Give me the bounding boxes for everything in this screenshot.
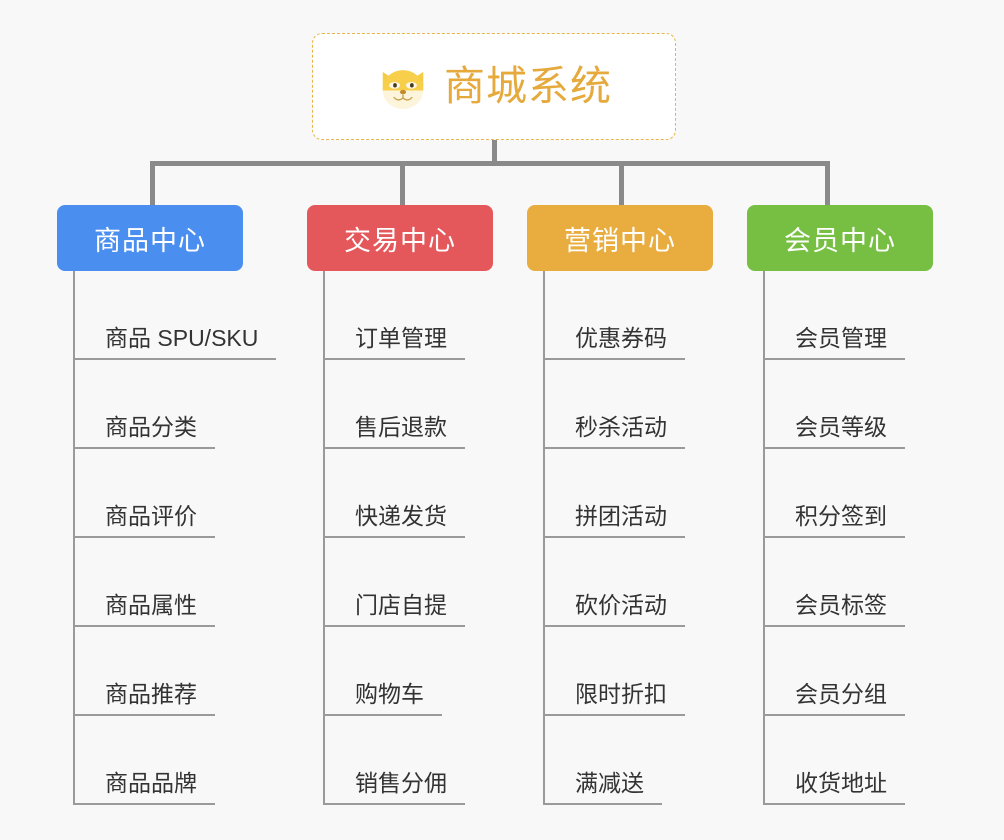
leaf-item[interactable]: 会员标签	[763, 538, 933, 627]
connector-horizontal-bus	[150, 161, 830, 166]
branch-spine-4	[763, 271, 765, 805]
leaf-label: 商品属性	[73, 592, 215, 627]
leaf-item[interactable]: 商品属性	[73, 538, 276, 627]
leaf-label: 优惠券码	[543, 325, 685, 360]
leaf-item[interactable]: 购物车	[323, 627, 493, 716]
leaf-label: 商品评价	[73, 503, 215, 538]
branch-header-1[interactable]: 商品中心	[57, 205, 243, 271]
leaf-item[interactable]: 会员等级	[763, 360, 933, 449]
root-node[interactable]: 商城系统	[312, 33, 676, 140]
connector-drop-3	[619, 161, 624, 205]
leaf-label: 限时折扣	[543, 681, 685, 716]
branch-body-4: 会员管理 会员等级 积分签到 会员标签 会员分组 收货地址	[763, 271, 933, 805]
leaf-label: 商品推荐	[73, 681, 215, 716]
leaf-item[interactable]: 砍价活动	[543, 538, 713, 627]
leaf-label: 会员分组	[763, 681, 905, 716]
leaf-item[interactable]: 秒杀活动	[543, 360, 713, 449]
leaf-label: 会员等级	[763, 414, 905, 449]
branch-column-3: 营销中心 优惠券码 秒杀活动 拼团活动 砍价活动 限时折扣 满减送	[527, 205, 713, 805]
branch-column-2: 交易中心 订单管理 售后退款 快递发货 门店自提 购物车 销售分佣	[307, 205, 493, 805]
root-title: 商城系统	[444, 63, 612, 109]
connector-drop-2	[400, 161, 405, 205]
branch-header-4[interactable]: 会员中心	[747, 205, 933, 271]
leaf-label: 会员管理	[763, 325, 905, 360]
leaf-label: 售后退款	[323, 414, 465, 449]
shiba-dog-face-icon	[376, 60, 430, 114]
leaf-item[interactable]: 会员分组	[763, 627, 933, 716]
leaf-item[interactable]: 收货地址	[763, 716, 933, 805]
leaf-item[interactable]: 拼团活动	[543, 449, 713, 538]
leaf-label: 拼团活动	[543, 503, 685, 538]
leaf-item[interactable]: 限时折扣	[543, 627, 713, 716]
leaf-label: 满减送	[543, 770, 662, 805]
leaf-label: 秒杀活动	[543, 414, 685, 449]
leaf-label: 商品 SPU/SKU	[73, 325, 277, 360]
connector-root-stem	[492, 140, 497, 164]
connector-drop-4	[825, 161, 830, 205]
branch-spine-3	[543, 271, 545, 805]
leaf-item[interactable]: 商品 SPU/SKU	[73, 271, 277, 360]
leaf-item[interactable]: 商品推荐	[73, 627, 276, 716]
leaf-item[interactable]: 会员管理	[763, 271, 933, 360]
leaf-label: 购物车	[323, 681, 442, 716]
branch-column-4: 会员中心 会员管理 会员等级 积分签到 会员标签 会员分组 收货地址	[747, 205, 933, 805]
leaf-item[interactable]: 快递发货	[323, 449, 493, 538]
leaf-item[interactable]: 满减送	[543, 716, 713, 805]
leaf-item[interactable]: 售后退款	[323, 360, 493, 449]
leaf-label: 商品品牌	[73, 770, 215, 805]
leaf-label: 积分签到	[763, 503, 905, 538]
leaf-label: 商品分类	[73, 414, 215, 449]
leaf-label: 门店自提	[323, 592, 465, 627]
leaf-item[interactable]: 商品评价	[73, 449, 276, 538]
leaf-label: 销售分佣	[323, 770, 465, 805]
connector-drop-1	[150, 161, 155, 205]
leaf-label: 订单管理	[323, 325, 465, 360]
leaf-item[interactable]: 商品分类	[73, 360, 276, 449]
leaf-item[interactable]: 优惠券码	[543, 271, 713, 360]
branch-spine-1	[73, 271, 75, 805]
leaf-label: 会员标签	[763, 592, 905, 627]
leaf-label: 收货地址	[763, 770, 905, 805]
leaf-item[interactable]: 积分签到	[763, 449, 933, 538]
branch-body-3: 优惠券码 秒杀活动 拼团活动 砍价活动 限时折扣 满减送	[543, 271, 713, 805]
leaf-item[interactable]: 商品品牌	[73, 716, 276, 805]
branch-column-1: 商品中心 商品 SPU/SKU 商品分类 商品评价 商品属性 商品推荐 商品品牌	[57, 205, 277, 805]
branch-header-2[interactable]: 交易中心	[307, 205, 493, 271]
branch-body-1: 商品 SPU/SKU 商品分类 商品评价 商品属性 商品推荐 商品品牌	[73, 271, 277, 805]
branch-body-2: 订单管理 售后退款 快递发货 门店自提 购物车 销售分佣	[323, 271, 493, 805]
leaf-item[interactable]: 销售分佣	[323, 716, 493, 805]
branch-header-3[interactable]: 营销中心	[527, 205, 713, 271]
leaf-item[interactable]: 订单管理	[323, 271, 493, 360]
leaf-label: 快递发货	[323, 503, 465, 538]
branch-spine-2	[323, 271, 325, 805]
leaf-label: 砍价活动	[543, 592, 685, 627]
leaf-item[interactable]: 门店自提	[323, 538, 493, 627]
